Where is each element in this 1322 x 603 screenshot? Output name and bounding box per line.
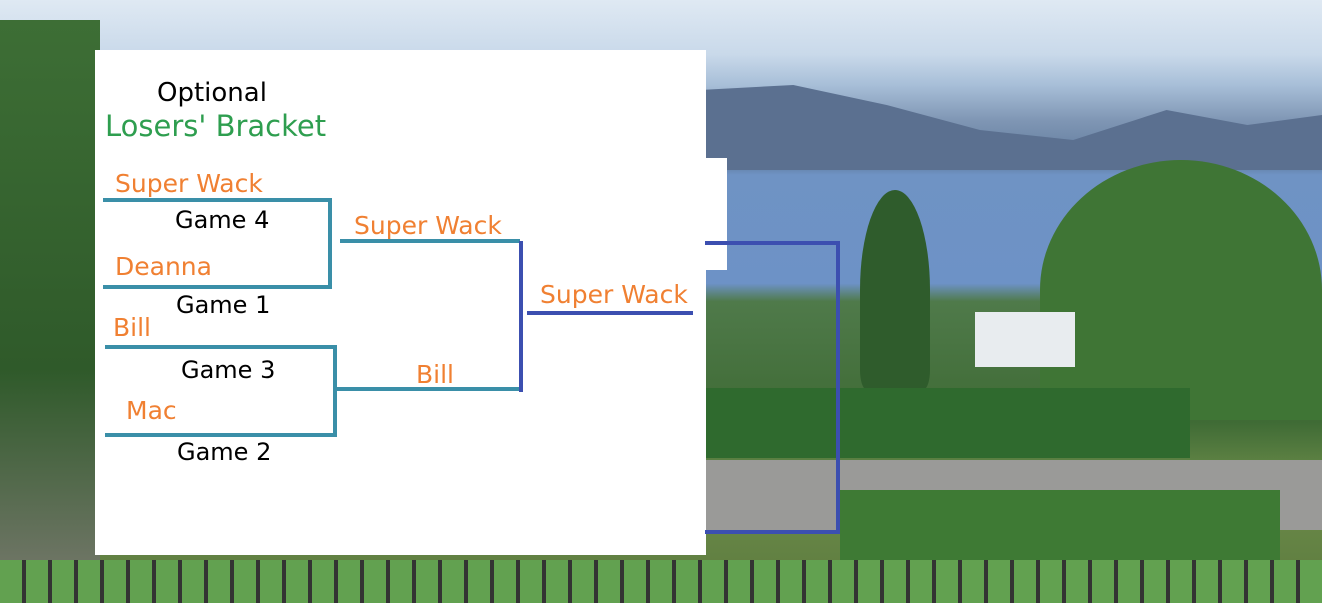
title-optional: Optional xyxy=(157,78,267,108)
bracket-panel-extension xyxy=(700,158,727,270)
trees-right xyxy=(1040,160,1322,420)
player-name: Bill xyxy=(113,313,151,342)
round2-player: Bill xyxy=(416,360,454,389)
player-name: Super Wack xyxy=(115,169,263,198)
game-label: Game 2 xyxy=(177,438,272,466)
building xyxy=(975,312,1075,367)
round2-player: Super Wack xyxy=(354,211,502,240)
game-label: Game 4 xyxy=(175,206,270,234)
trees-left xyxy=(0,20,100,603)
player-name: Deanna xyxy=(115,252,212,281)
outer-bracket-line xyxy=(705,241,840,534)
final-player: Super Wack xyxy=(540,280,688,309)
player-name: Mac xyxy=(126,396,177,425)
flower-bed xyxy=(840,490,1280,560)
game3-bracket-line xyxy=(105,345,337,437)
fence xyxy=(0,560,1322,603)
tree-center xyxy=(860,190,930,390)
game-label: Game 1 xyxy=(176,291,271,319)
title-losers-bracket: Losers' Bracket xyxy=(105,109,327,143)
bracket-panel xyxy=(95,50,706,555)
game4-bracket-line xyxy=(103,198,332,289)
game-label: Game 3 xyxy=(181,356,276,384)
hedge xyxy=(700,388,1190,458)
